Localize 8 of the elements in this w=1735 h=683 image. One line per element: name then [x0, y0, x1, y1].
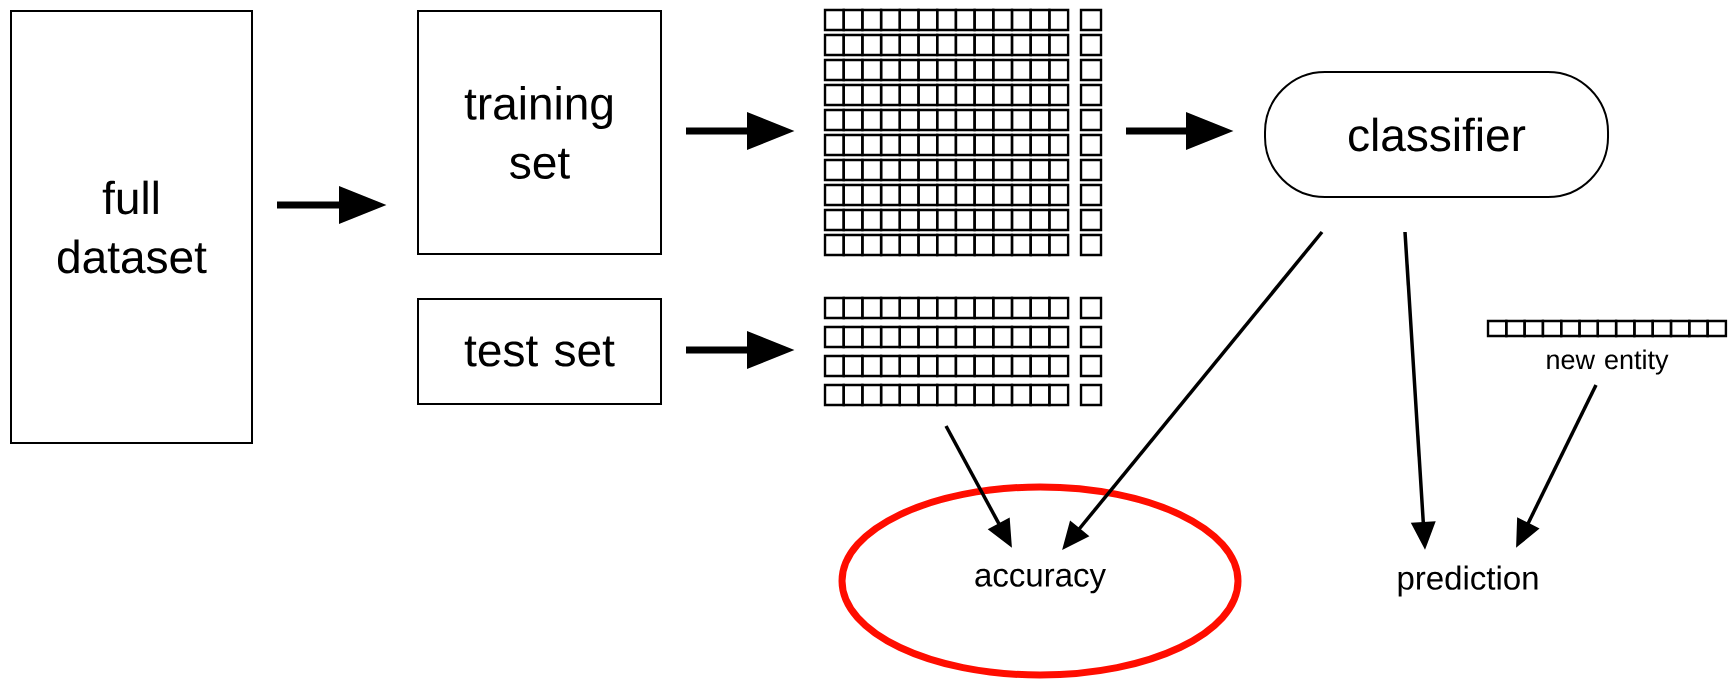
result-label: prediction [1398, 565, 1538, 597]
data-grid-drawing [823, 296, 1103, 407]
set-box: training set [417, 10, 662, 255]
entity-label: new entity [1547, 349, 1669, 375]
dataset-box: full dataset [10, 10, 253, 444]
rounded-box: classifier [1264, 71, 1609, 198]
set-box: test set [417, 298, 662, 405]
data-grid-drawing [823, 8, 1103, 257]
